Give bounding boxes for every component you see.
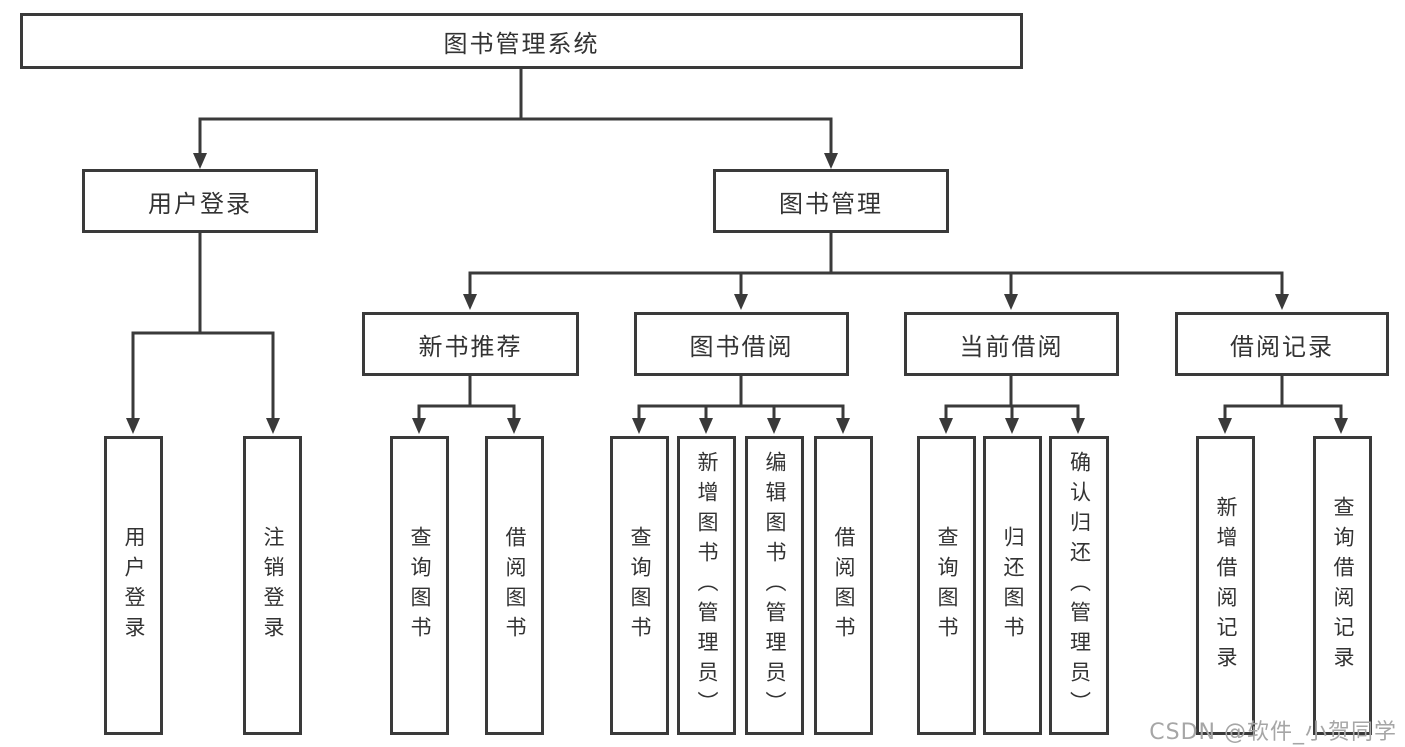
leaf-label: 借阅图书	[832, 525, 856, 646]
leaf-label: 编辑图书（管理员）	[763, 450, 787, 721]
node-book-borrow: 图书借阅	[634, 312, 849, 376]
leaf-label: 归还图书	[1001, 525, 1025, 646]
leaf-add-borrow-record: 新增借阅记录	[1196, 436, 1255, 735]
node-new-book-recommend: 新书推荐	[362, 312, 579, 376]
node-book-management: 图书管理	[713, 169, 949, 233]
csdn-watermark: CSDN @软件_小贺同学	[1149, 720, 1397, 745]
node-current-borrow: 当前借阅	[904, 312, 1119, 376]
leaf-borrow-book-1: 借阅图书	[485, 436, 544, 735]
leaf-logout: 注销登录	[243, 436, 302, 735]
leaf-label: 用户登录	[122, 525, 146, 646]
leaf-label: 查询图书	[408, 525, 432, 646]
leaf-confirm-return-admin: 确认归还（管理员）	[1049, 436, 1109, 735]
leaf-user-login: 用户登录	[104, 436, 163, 735]
leaf-query-book-1: 查询图书	[390, 436, 449, 735]
leaf-label: 注销登录	[261, 525, 285, 646]
leaf-add-book-admin: 新增图书（管理员）	[677, 436, 736, 735]
leaf-label: 查询借阅记录	[1331, 495, 1355, 676]
leaf-edit-book-admin: 编辑图书（管理员）	[745, 436, 804, 735]
leaf-label: 查询图书	[935, 525, 959, 646]
leaf-label: 查询图书	[628, 525, 652, 646]
leaf-query-book-3: 查询图书	[917, 436, 976, 735]
leaf-label: 借阅图书	[503, 525, 527, 646]
leaf-query-borrow-record: 查询借阅记录	[1313, 436, 1372, 735]
leaf-label: 确认归还（管理员）	[1067, 450, 1092, 721]
node-user-login: 用户登录	[82, 169, 318, 233]
leaf-borrow-book-2: 借阅图书	[814, 436, 873, 735]
leaf-label: 新增图书（管理员）	[695, 450, 719, 721]
node-borrow-record: 借阅记录	[1175, 312, 1389, 376]
node-root: 图书管理系统	[20, 13, 1023, 69]
leaf-query-book-2: 查询图书	[610, 436, 669, 735]
leaf-label: 新增借阅记录	[1214, 495, 1238, 676]
leaf-return-book: 归还图书	[983, 436, 1042, 735]
